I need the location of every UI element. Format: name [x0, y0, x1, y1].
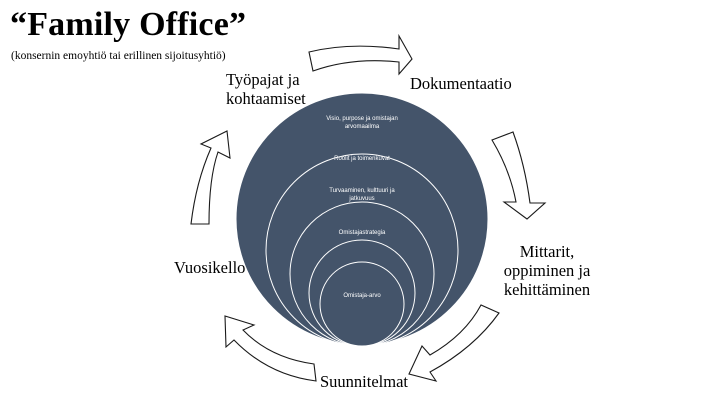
- arrow-top: [308, 33, 413, 76]
- ring-3-label-line2: jatkuvuus: [348, 196, 374, 202]
- cycle-label-dokumentaatio: Dokumentaatio: [410, 74, 512, 93]
- cycle-arrows: [190, 33, 547, 382]
- ring-2-label: Roolit ja toimenkuvat: [334, 156, 390, 162]
- ring-1-label-line2: arvomaailma: [345, 124, 380, 130]
- arrow-bottom-left: [224, 315, 317, 382]
- arrow-bottom-right: [408, 304, 500, 382]
- ring-3-label-line1: Turvaaminen, kulttuuri ja: [329, 188, 395, 194]
- cycle-label-tyopajat: Työpajat ja kohtaamiset: [226, 70, 306, 108]
- ring-4-label: Omistajastrategia: [339, 230, 386, 236]
- arrow-left: [190, 130, 231, 225]
- ring-5-label: Omistaja-arvo: [343, 293, 381, 299]
- ring-1-label-line1: Visio, purpose ja omistajan: [326, 116, 398, 122]
- page-title: “Family Office”: [10, 6, 247, 43]
- cycle-label-mittarit: Mittarit, oppiminen ja kehittäminen: [503, 242, 591, 299]
- arrow-right: [491, 131, 547, 220]
- ring-5: [319, 261, 405, 347]
- ring-stack: Visio, purpose ja omistajan arvomaailma …: [235, 92, 489, 347]
- cycle-label-suunnitelmat: Suunnitelmat: [320, 372, 408, 391]
- page-subtitle: (konsernin emoyhtiö tai erillinen sijoit…: [11, 50, 226, 62]
- cycle-label-vuosikello: Vuosikello: [174, 258, 246, 277]
